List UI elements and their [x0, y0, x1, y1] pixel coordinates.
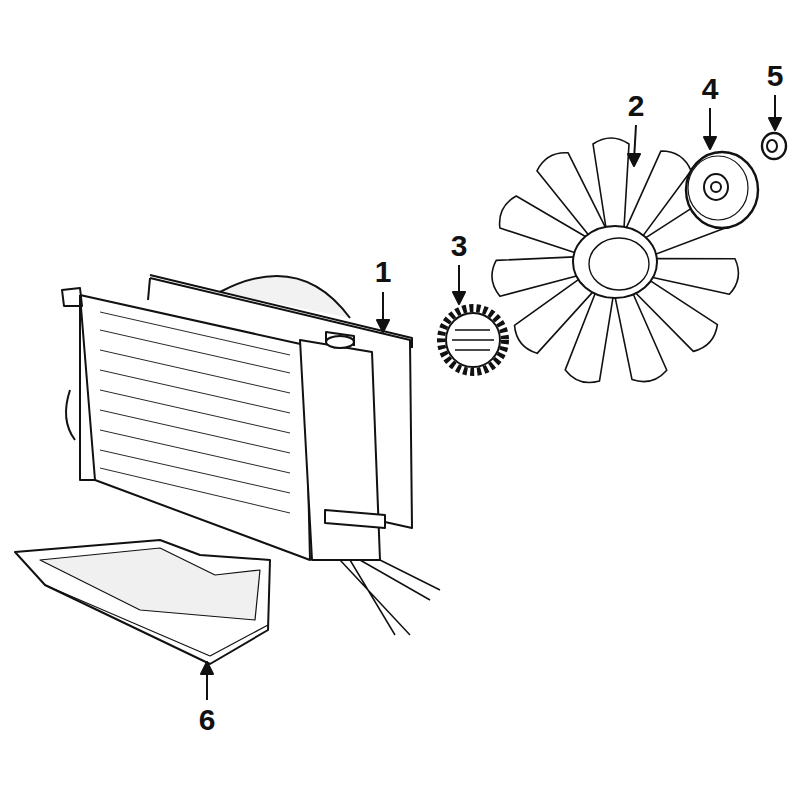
callout-number: 3	[451, 231, 468, 261]
leader-arrows	[201, 95, 781, 700]
fan-pulley	[686, 152, 758, 228]
callout-number: 2	[628, 91, 645, 121]
fan-clutch	[441, 308, 505, 372]
radiator-bracket	[150, 275, 412, 348]
callout-number: 1	[375, 257, 392, 287]
splash-shield	[15, 540, 270, 664]
radiator-tank	[300, 332, 440, 635]
radiator-core	[62, 288, 310, 560]
callout-number: 6	[199, 705, 216, 735]
fan-nut	[762, 133, 786, 159]
callout-number: 5	[767, 61, 784, 91]
callout-number: 4	[702, 74, 719, 104]
